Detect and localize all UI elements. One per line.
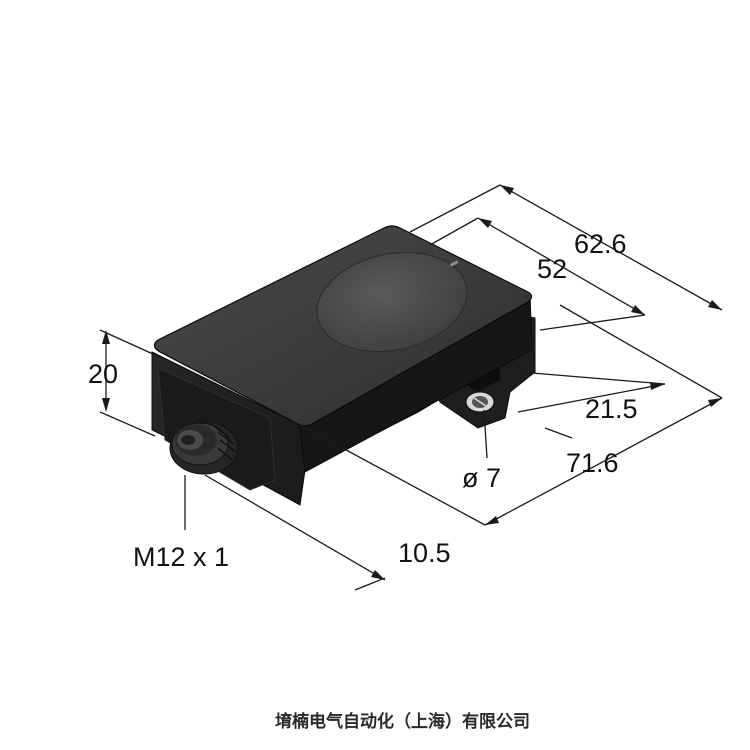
m12-connector [169,421,239,475]
dim-mount-offset: 21.5 [585,394,638,424]
dim-width-total: 71.6 [566,448,619,478]
dim-hole-spacing: 52 [537,254,567,284]
dim-length-total: 62.6 [574,229,627,259]
led-indicator [449,260,459,267]
company-footer: 堉楠电气自动化（上海）有限公司 [275,711,530,732]
dim-connector-thread: M12 x 1 [133,542,229,572]
dim-height: 20 [88,359,118,389]
mounting-screw [465,391,495,413]
dim-connector-length: 10.5 [398,538,451,568]
sensing-face [316,251,468,353]
dim-hole-diameter: ø 7 [462,463,501,493]
dimension-lines [99,184,723,591]
sensor-housing [151,225,536,506]
